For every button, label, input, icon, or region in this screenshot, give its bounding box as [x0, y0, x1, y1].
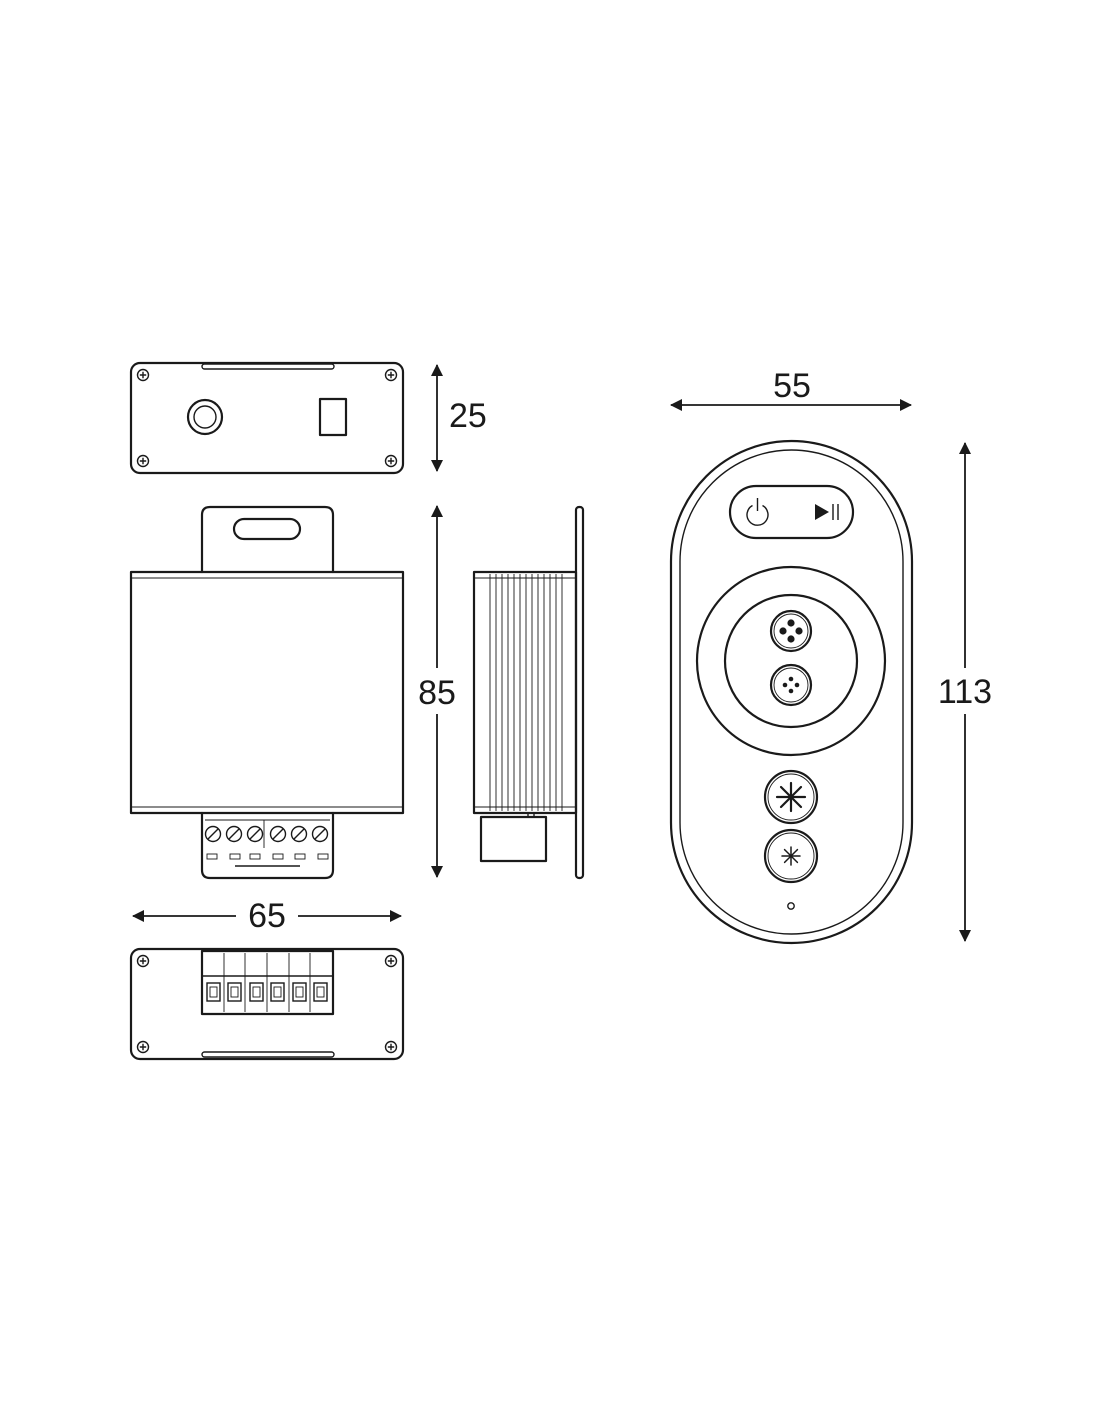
- dot-icon: [779, 627, 787, 635]
- large-asterisk-icon: [775, 781, 807, 813]
- small-asterisk-icon: [781, 846, 801, 866]
- terminal-block: [200, 811, 335, 880]
- mode-small-dots-button: [769, 663, 813, 707]
- antenna-window: [318, 397, 348, 437]
- terminal-screw-icon: [225, 825, 243, 843]
- screw-icon: [384, 454, 398, 468]
- remote-inner-shell: [679, 449, 904, 935]
- screw-icon: [384, 1040, 398, 1054]
- bright-button: [763, 769, 819, 825]
- play-pause-icon: [815, 504, 839, 520]
- controller-body: [129, 570, 405, 815]
- controller-side-view: [472, 505, 585, 880]
- dot-icon: [788, 676, 794, 682]
- top-button-pill: [728, 484, 855, 540]
- remote-outer-shell: [669, 439, 914, 945]
- touch-ring-inner: [723, 593, 859, 729]
- mounting-slot: [232, 517, 302, 541]
- terminal-side: [479, 815, 548, 863]
- terminal-screw-icon: [246, 825, 264, 843]
- screw-icon: [384, 954, 398, 968]
- terminal-screw-icon: [269, 825, 287, 843]
- dot-icon: [782, 682, 788, 688]
- screw-icon: [384, 368, 398, 382]
- screw-icon: [136, 368, 150, 382]
- screw-icon: [136, 954, 150, 968]
- remote-control: [669, 439, 914, 945]
- dc-jack-icon: [186, 398, 224, 436]
- dot-icon: [787, 619, 795, 627]
- power-icon: [746, 498, 769, 526]
- controller-bottom-view: [129, 947, 405, 1061]
- dot-icon: [788, 688, 794, 694]
- dot-icon: [795, 627, 803, 635]
- dimension-label-85: 85: [418, 674, 456, 712]
- dim-button: [763, 828, 819, 884]
- terminal-screw-icon: [311, 825, 329, 843]
- dimension-25: 25: [431, 364, 487, 472]
- heatsink-body: [472, 570, 578, 815]
- dimension-label-25: 25: [449, 397, 487, 435]
- dimension-65: 65: [132, 894, 402, 936]
- screw-icon: [136, 1040, 150, 1054]
- dimension-label-55: 55: [773, 367, 811, 405]
- terminal-connector: [200, 949, 335, 1016]
- mounting-tab: [200, 505, 335, 574]
- terminal-screw-icon: [290, 825, 308, 843]
- touch-ring: [695, 565, 887, 757]
- heatsink-fins: [489, 574, 563, 811]
- controller-top-view: [129, 361, 405, 475]
- indicator-led: [787, 902, 795, 910]
- dimension-55: 55: [670, 367, 912, 411]
- mode-four-dots-button: [769, 609, 813, 653]
- terminal-screw-icon: [204, 825, 222, 843]
- controller-front-view: [129, 505, 405, 880]
- screw-icon: [136, 454, 150, 468]
- dimension-85: 85: [413, 505, 463, 878]
- dimension-label-113: 113: [938, 673, 992, 711]
- dot-icon: [794, 682, 800, 688]
- dimension-label-65: 65: [248, 897, 286, 935]
- dimension-113: 113: [930, 442, 1000, 942]
- dot-icon: [787, 635, 795, 643]
